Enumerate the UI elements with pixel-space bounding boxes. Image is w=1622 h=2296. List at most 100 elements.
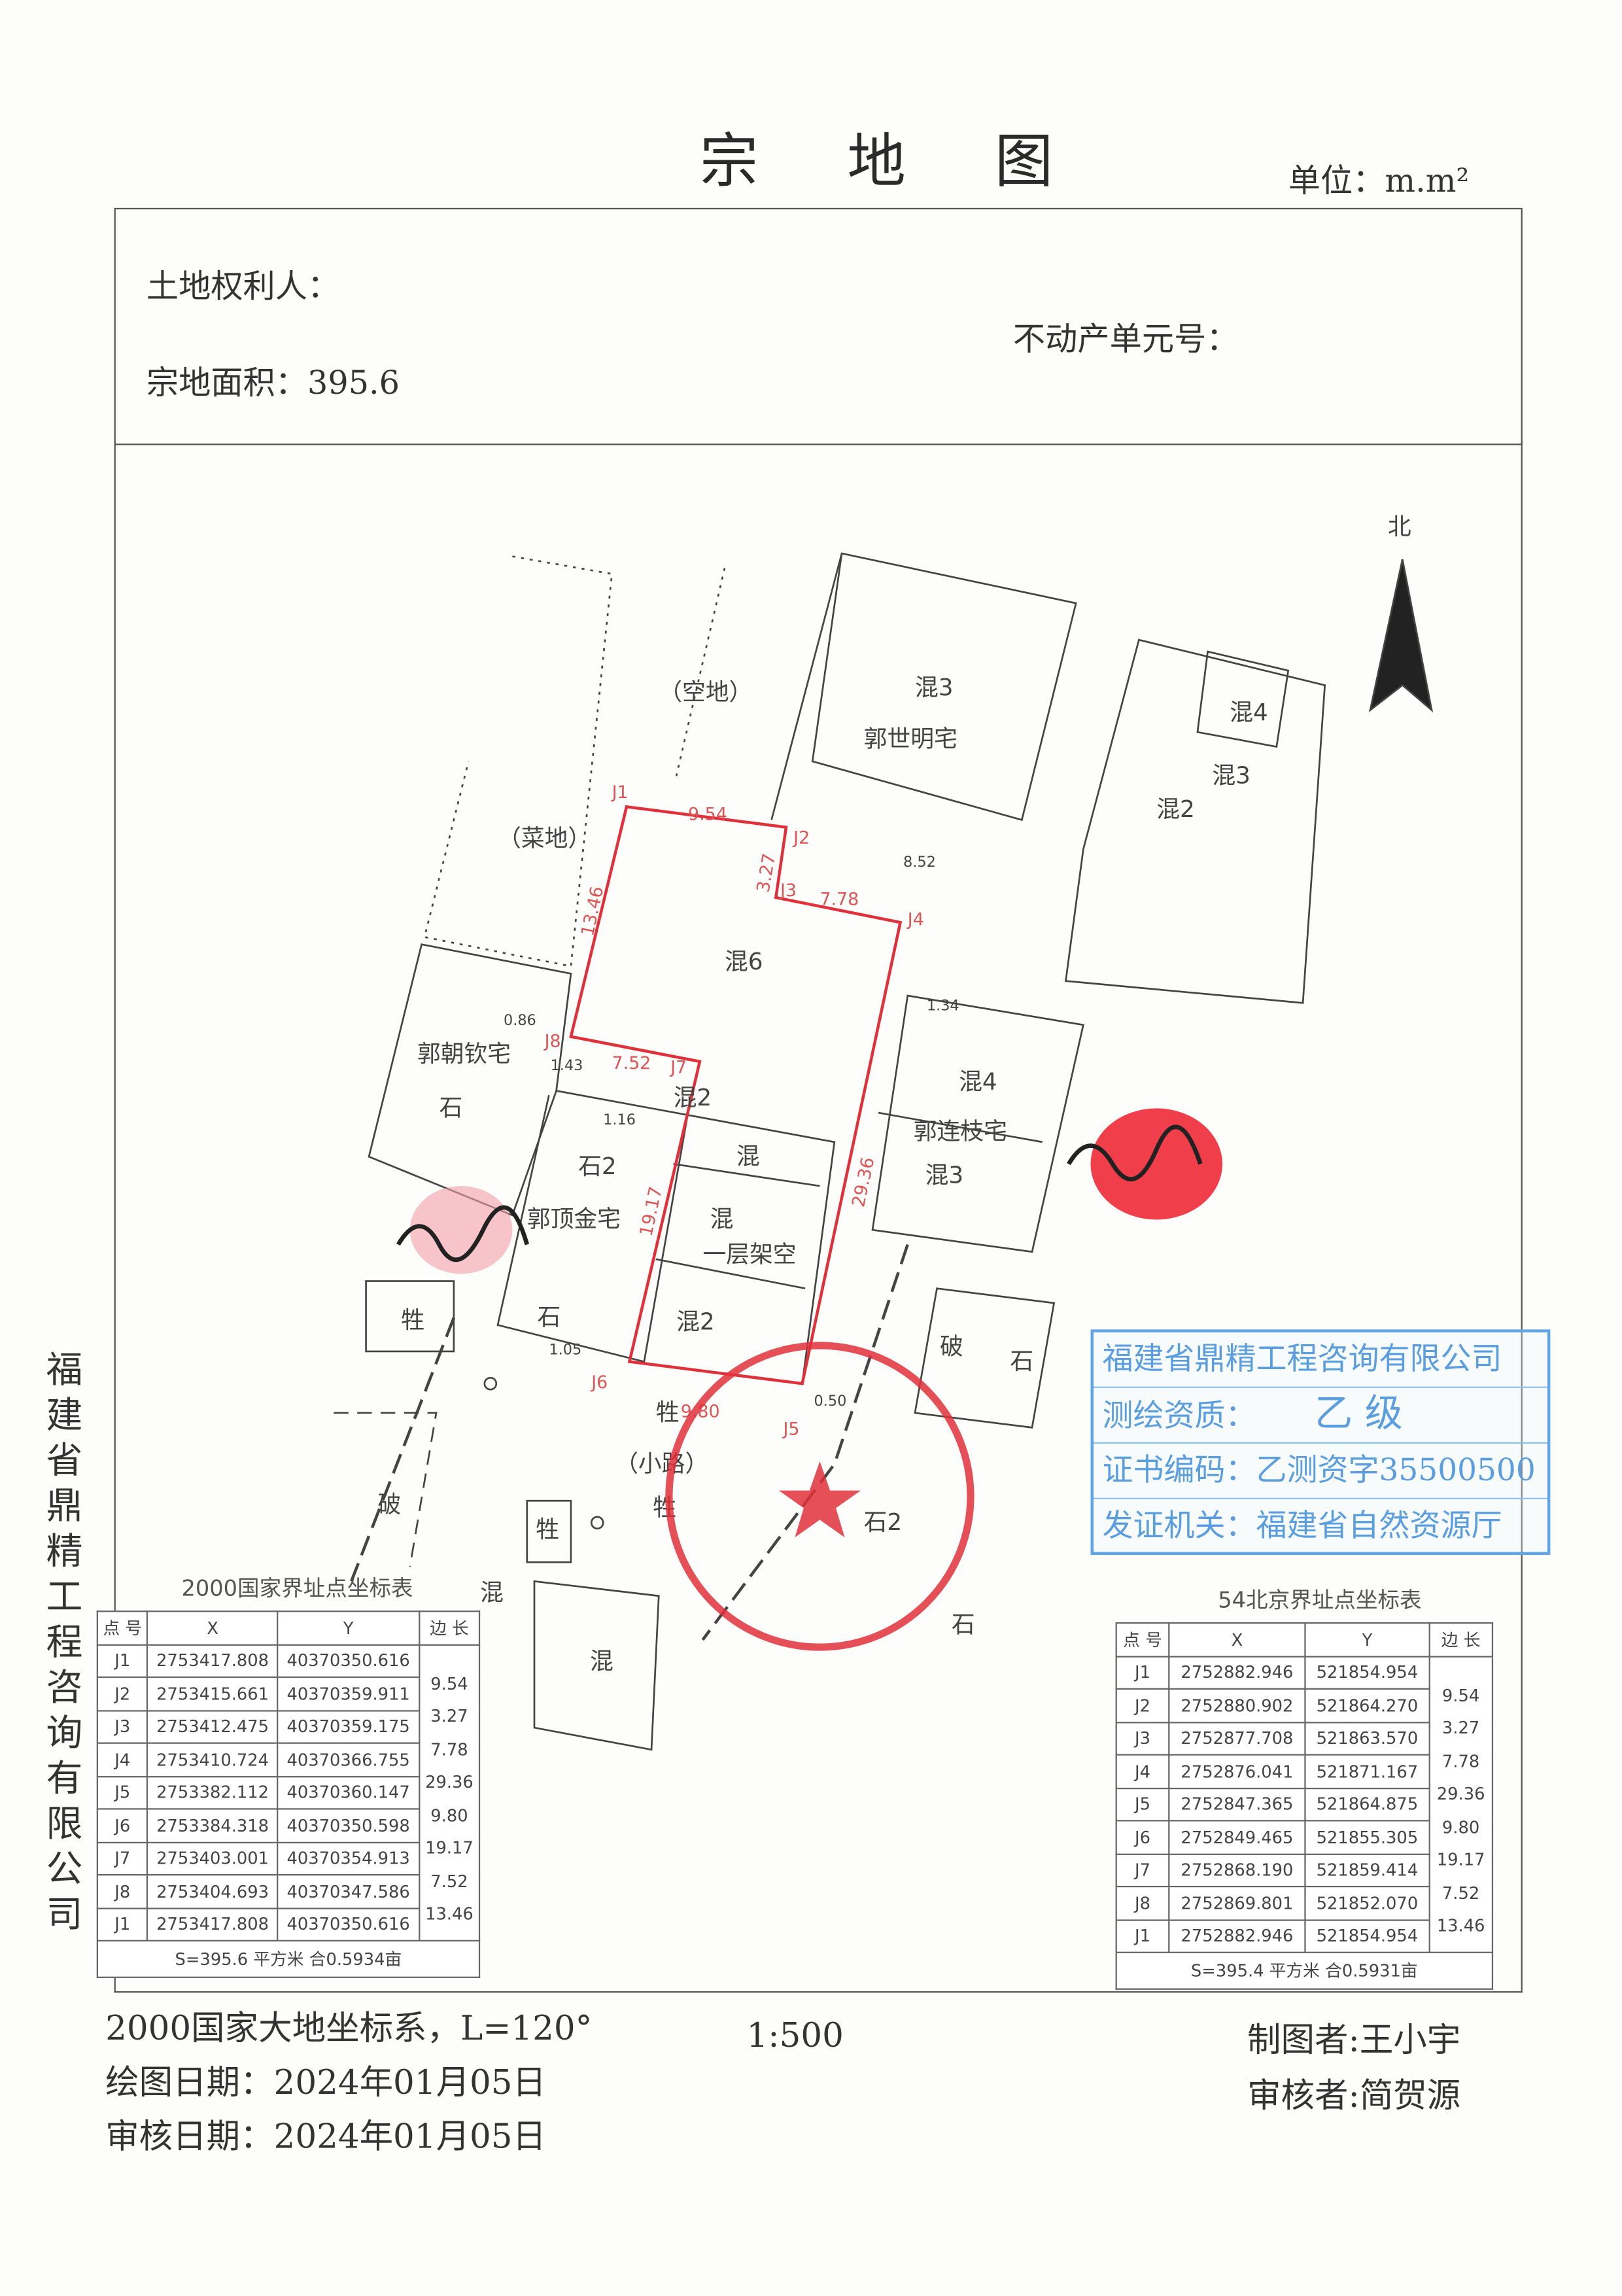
table-cell: 2753412.475 [147, 1709, 279, 1744]
vegetable-plot-boundary [423, 555, 613, 967]
table-cell: 40370366.755 [277, 1742, 420, 1777]
table-cell: 521864.875 [1304, 1786, 1430, 1822]
qualification-stamp: 福建省鼎精工程咨询有限公司 测绘资质：乙 级 证书编码：乙测资字35500500… [1090, 1329, 1551, 1556]
map-label: （小路） [615, 1450, 708, 1477]
page-title: 宗 地 图 [699, 128, 1089, 196]
edge-length: 13.46 [1428, 1902, 1494, 1936]
edge-length: 3.27 [418, 1693, 481, 1726]
table-cell: J2 [96, 1676, 148, 1711]
red-seal [665, 1342, 975, 1651]
edge-length: 13.46 [418, 1890, 481, 1924]
point-label-j7: J7 [669, 1058, 687, 1078]
table-cell: J6 [96, 1808, 148, 1843]
table-cell: J8 [1115, 1885, 1170, 1921]
point-label-j2: J2 [792, 827, 810, 848]
table-cell: 2753410.724 [147, 1742, 279, 1777]
edge-length: 9.80 [1428, 1803, 1494, 1837]
column-header: Y [277, 1610, 420, 1645]
table-cell: 521852.070 [1304, 1885, 1430, 1921]
table-cell: J1 [1115, 1655, 1170, 1690]
map-label: 混4 [959, 1068, 997, 1095]
area-label: 宗地面积：395.6 [146, 366, 400, 403]
table-cell: 2753417.808 [147, 1907, 279, 1941]
table-cell: J5 [1115, 1786, 1170, 1822]
map-label: 石 [439, 1095, 462, 1122]
table-54-title: 54北京界址点坐标表 [1218, 1587, 1422, 1614]
table-cell: J1 [96, 1643, 148, 1679]
dimension-label: 0.86 [504, 1012, 536, 1029]
dimension-label: 29.36 [848, 1155, 878, 1209]
table-cell: 2753404.693 [147, 1874, 279, 1909]
map-label: 石 [537, 1304, 561, 1331]
table-cell: 2752882.946 [1168, 1655, 1306, 1690]
table-cell: J4 [1115, 1754, 1170, 1789]
map-label: 混 [710, 1206, 734, 1233]
map-label: 混 [480, 1579, 504, 1606]
table-cell: 2752849.465 [1168, 1820, 1306, 1854]
dimension-label: 1.16 [603, 1111, 636, 1128]
edge-length: 9.54 [418, 1660, 481, 1694]
edge-length: 7.78 [1428, 1737, 1494, 1771]
dimension-label: 13.46 [578, 884, 608, 938]
unit-label: 单位：m.m² [1288, 164, 1470, 201]
map-label: 混2 [676, 1308, 715, 1335]
map-label: 混6 [725, 948, 763, 975]
column-header: 点 号 [96, 1610, 148, 1645]
table-cell: 2753417.808 [147, 1643, 279, 1679]
table-cell: 521859.414 [1304, 1852, 1430, 1888]
column-header: Y [1304, 1622, 1430, 1657]
fingerprint [409, 1186, 513, 1274]
table-cell: J3 [1115, 1721, 1170, 1756]
map-label: 牲 [536, 1516, 559, 1543]
dimension-label: 1.34 [927, 997, 959, 1014]
dimension-label: 9.54 [688, 804, 727, 824]
area-summary: S=395.6 平方米 合0.5934亩 [96, 1939, 481, 1978]
table-cell: J5 [96, 1775, 148, 1810]
side-company-name: 福建省鼎精工程咨询有限公司 [46, 1348, 83, 1936]
map-label: 混2 [674, 1085, 712, 1111]
stamp-grade-row: 测绘资质：乙 级 [1094, 1388, 1547, 1444]
edge-length: 7.78 [418, 1726, 481, 1760]
map-label: （菜地） [498, 826, 591, 852]
dimension-label: 1.05 [549, 1341, 581, 1358]
dimension-label: 0.50 [814, 1393, 846, 1410]
stamp-company: 福建省鼎精工程咨询有限公司 [1094, 1332, 1547, 1388]
building-guo-shiming [811, 552, 1077, 822]
edge-length: 7.52 [1428, 1870, 1494, 1903]
edge-length: 7.52 [418, 1858, 481, 1891]
edge-length: 19.17 [1428, 1836, 1494, 1870]
drawer: 制图者:王小宇 [1247, 2022, 1461, 2061]
table-cell: 40370359.911 [277, 1676, 420, 1711]
map-label: 石 [952, 1612, 975, 1639]
table-cell: J7 [96, 1841, 148, 1876]
owner-label: 土地权利人： [146, 269, 340, 306]
table-cell: J4 [96, 1742, 148, 1777]
building-guo-chaoqin [368, 943, 572, 1217]
table-cell: 2753415.661 [147, 1676, 279, 1711]
north-arrow-icon [1368, 559, 1434, 713]
table-cell: 40370350.616 [277, 1907, 420, 1941]
table-cell: 40370360.147 [277, 1775, 420, 1810]
map-label: （空地） [659, 679, 752, 706]
dimension-label: 7.78 [820, 889, 859, 909]
coord-system: 2000国家大地坐标系，L=120° [105, 2010, 593, 2049]
parcel-boundary [569, 805, 903, 1385]
signature [396, 1205, 530, 1262]
dimension-label: 1.43 [551, 1057, 583, 1074]
point-label-j3: J3 [779, 880, 797, 901]
seal-star-icon [778, 1461, 861, 1538]
map-label: 混3 [915, 674, 954, 701]
